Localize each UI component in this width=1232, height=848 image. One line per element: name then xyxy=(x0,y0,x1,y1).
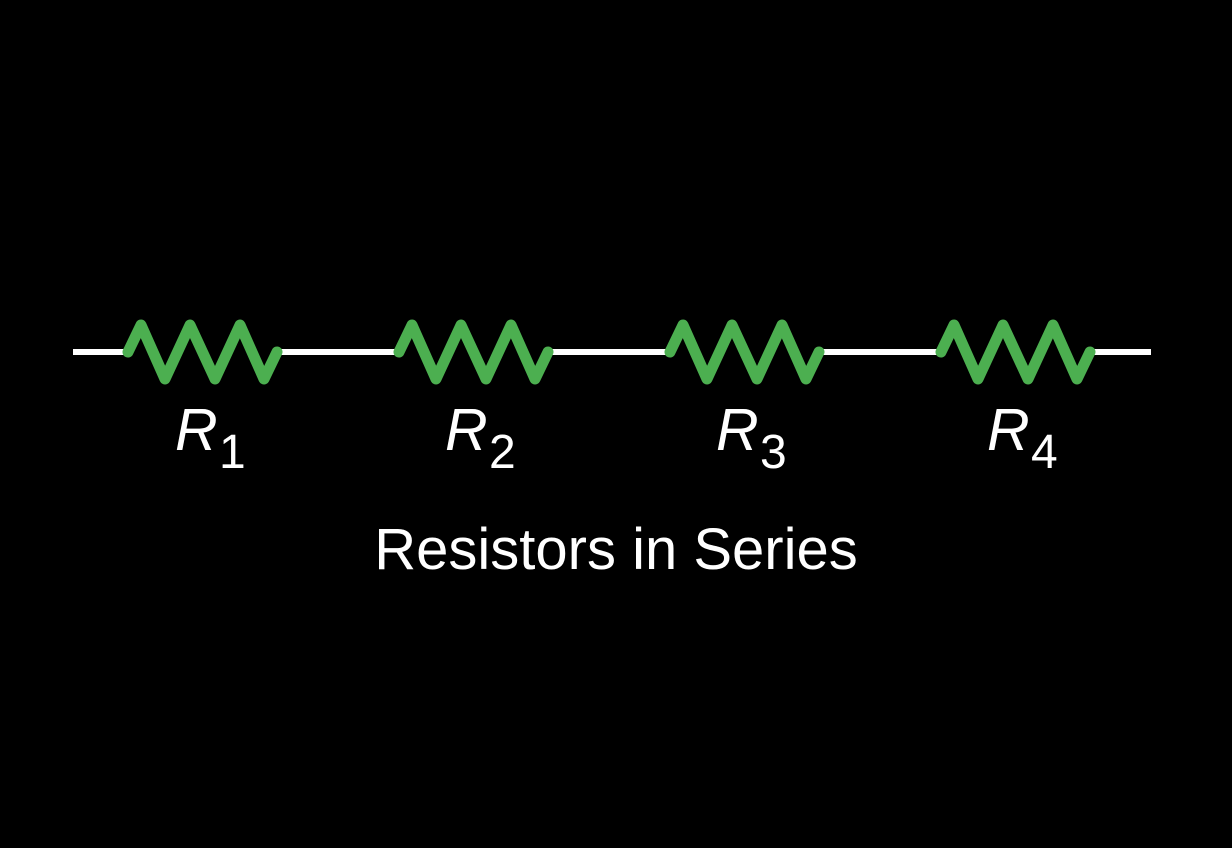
diagram-title: Resistors in Series xyxy=(374,517,858,582)
resistor-subscript: 4 xyxy=(1031,426,1058,479)
resistor-symbol: R xyxy=(716,397,759,463)
resistor-r4-zigzag xyxy=(935,319,1096,385)
resistor-r1-zigzag xyxy=(122,319,283,385)
resistor-r2-zigzag xyxy=(393,319,554,385)
resistors xyxy=(122,319,1096,385)
resistor-r3-zigzag xyxy=(664,319,825,385)
resistor-subscript: 3 xyxy=(760,426,787,479)
resistor-symbol: R xyxy=(175,397,218,463)
resistor-symbol: R xyxy=(445,397,488,463)
resistor-subscript: 2 xyxy=(489,426,516,479)
resistor-symbol: R xyxy=(987,397,1030,463)
resistor-subscript: 1 xyxy=(219,426,246,479)
